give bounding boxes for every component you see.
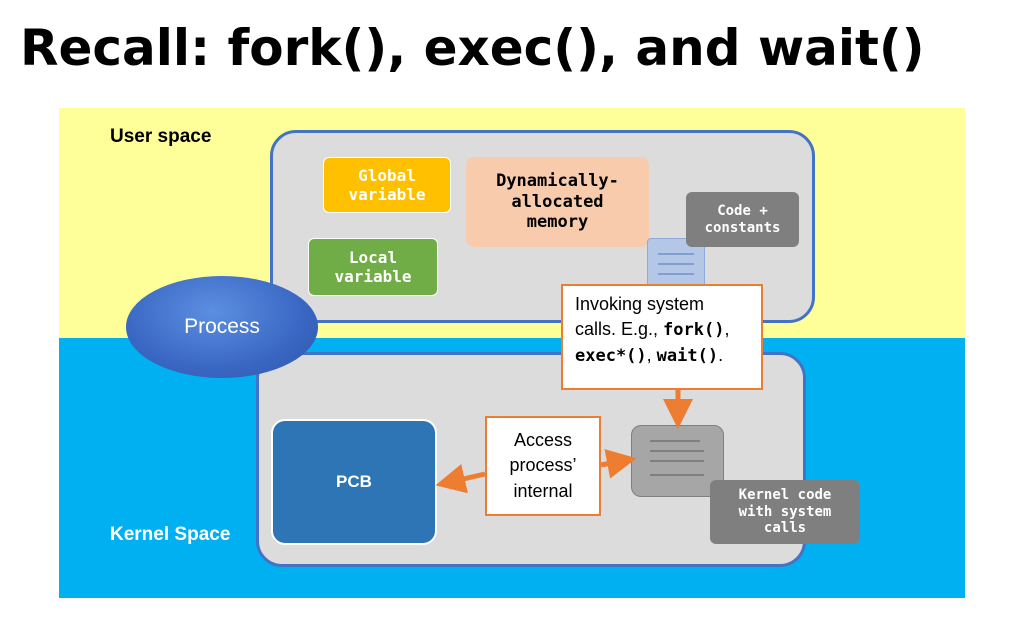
syscall-comma-1: , xyxy=(724,319,730,340)
syscall-period: . xyxy=(718,344,724,365)
syscall-note: Invoking system calls. E.g., fork(), exe… xyxy=(561,284,763,390)
kernel-code-label: Kernel code with system calls xyxy=(738,486,832,537)
syscall-comma-2: , xyxy=(646,344,657,365)
code-constants-block: Code + constants xyxy=(686,192,799,247)
page-title: Recall: fork(), exec(), and wait() xyxy=(20,19,925,77)
syscall-wait: wait() xyxy=(656,345,719,366)
pcb-block: PCB xyxy=(271,419,437,545)
local-variable-label: Local variable xyxy=(334,247,412,286)
user-space-label: User space xyxy=(110,126,212,147)
global-variable-block: Global variable xyxy=(323,157,451,213)
code-constants-label: Code + constants xyxy=(704,202,781,236)
dynamic-memory-block: Dynamically- allocated memory xyxy=(466,157,649,247)
syscall-note-line1: Invoking system xyxy=(575,294,705,314)
global-variable-label: Global variable xyxy=(348,165,426,204)
pcb-label: PCB xyxy=(336,472,372,491)
dynamic-memory-label: Dynamically- allocated memory xyxy=(496,171,619,233)
local-variable-block: Local variable xyxy=(308,238,438,296)
syscall-exec: exec*() xyxy=(575,345,647,366)
syscall-note-prefix: calls. E.g., xyxy=(575,319,664,340)
kernel-code-block: Kernel code with system calls xyxy=(710,480,860,544)
process-ellipse: Process xyxy=(126,276,318,378)
access-note: Access process’ internal xyxy=(485,416,601,516)
kernel-space-label: Kernel Space xyxy=(110,524,231,545)
syscall-fork: fork() xyxy=(663,320,725,341)
process-label: Process xyxy=(184,315,260,338)
access-note-label: Access process’ internal xyxy=(509,430,577,501)
